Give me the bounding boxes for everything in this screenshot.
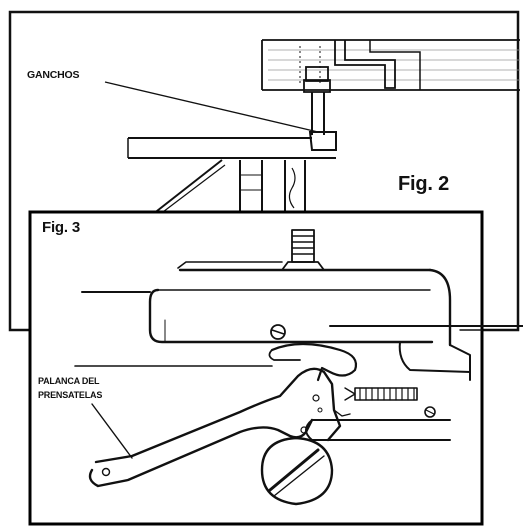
thumb-wheel	[260, 436, 334, 506]
figure-3	[28, 210, 523, 526]
housing-screw	[270, 324, 286, 340]
figure-3-title: Fig. 3	[42, 219, 80, 236]
right-arm	[329, 325, 523, 381]
palanca-label: PALANCA DEL PRENSATELAS	[38, 374, 102, 402]
palanca-label-line1: PALANCA DEL	[38, 376, 100, 386]
diagonal-strut	[147, 159, 223, 219]
ganchos-leader-line	[104, 81, 319, 133]
palanca-leader-line	[91, 403, 133, 459]
threaded-rod	[344, 387, 436, 418]
feed-plate	[127, 137, 336, 159]
upper-bed-drawing	[261, 39, 520, 91]
lifter-cam	[268, 342, 358, 382]
figure-3-frame	[28, 210, 484, 526]
hook-column	[303, 66, 337, 151]
palanca-label-line2: PRENSATELAS	[38, 390, 103, 400]
lower-rail	[305, 419, 451, 441]
presser-bar-housing	[81, 261, 452, 347]
lower-shaft	[239, 160, 306, 218]
ganchos-label: GANCHOS	[27, 69, 80, 81]
figure-2-title: Fig. 2	[398, 173, 450, 195]
